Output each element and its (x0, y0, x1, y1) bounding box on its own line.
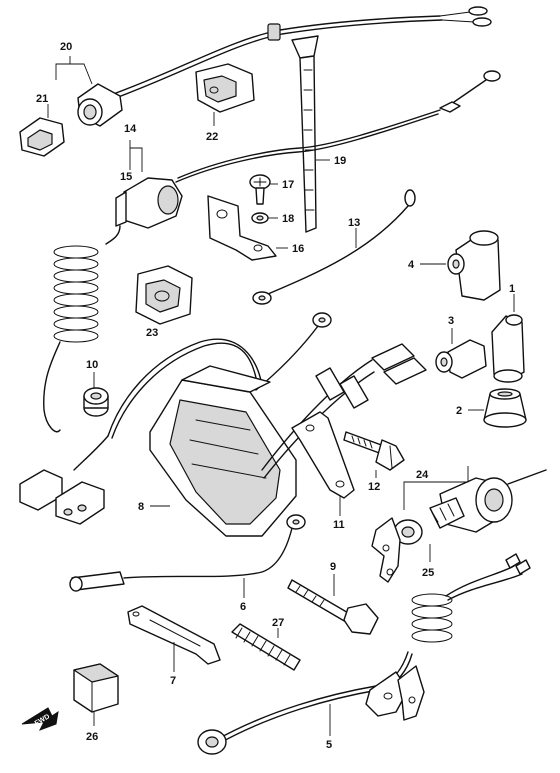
callout-1: 1 (509, 283, 515, 295)
part-4-plug-cap (447, 230, 501, 301)
callout-14: 14 (124, 123, 137, 135)
part-26-pad (73, 663, 119, 713)
callout-12: 12 (368, 481, 380, 493)
callout-23: 23 (146, 327, 158, 339)
part-2-boot (483, 388, 527, 428)
callout-16: 16 (292, 243, 304, 255)
callout-21: 21 (36, 93, 48, 105)
callout-8: 8 (138, 501, 144, 513)
callout-5: 5 (326, 739, 332, 751)
part-27-spring (231, 623, 301, 671)
part-23-grommet (135, 265, 193, 325)
part-8-cdi-unit (19, 312, 427, 537)
part-1-plug-cap (491, 314, 525, 383)
callout-15: 15 (120, 171, 132, 183)
callout-25: 25 (422, 567, 434, 579)
part-12-bolt (343, 431, 405, 471)
part-16-bracket (207, 195, 277, 261)
pickup-coil (411, 553, 531, 643)
part-3-plug-cap-connector (435, 339, 487, 379)
callout-2: 2 (456, 405, 462, 417)
callout-9: 9 (330, 561, 336, 573)
callout-6: 6 (240, 601, 246, 613)
part-17-screw (249, 174, 271, 205)
part-20-connector (19, 6, 492, 157)
callout-19: 19 (334, 155, 346, 167)
forward-arrow-icon (21, 707, 59, 731)
callout-20: 20 (60, 41, 72, 53)
callout-4: 4 (408, 259, 415, 271)
part-5-stator-cable (197, 651, 425, 755)
callout-10: 10 (86, 359, 98, 371)
callout-26: 26 (86, 731, 98, 743)
part-7-clamp (127, 605, 221, 665)
callout-3: 3 (448, 315, 454, 327)
part-22-grommet (195, 63, 255, 113)
part-24-pickup-assembly (371, 469, 547, 583)
part-19-cable-tie (291, 35, 319, 233)
part-9-bolt (287, 579, 379, 635)
part-6-lead-wire (69, 514, 306, 592)
part-14-15-coil (43, 70, 501, 433)
callout-18: 18 (282, 213, 294, 225)
callout-27: 27 (272, 617, 284, 629)
callout-24: 24 (416, 469, 429, 481)
callout-17: 17 (282, 179, 294, 191)
part-11-bracket (291, 411, 355, 499)
part-18-washer (251, 212, 269, 224)
part-13-ground-wire (252, 189, 416, 305)
callout-13: 13 (348, 217, 360, 229)
callout-11: 11 (333, 519, 345, 531)
callout-22: 22 (206, 131, 218, 143)
callout-7: 7 (170, 675, 176, 687)
part-10-sleeve (83, 387, 109, 417)
